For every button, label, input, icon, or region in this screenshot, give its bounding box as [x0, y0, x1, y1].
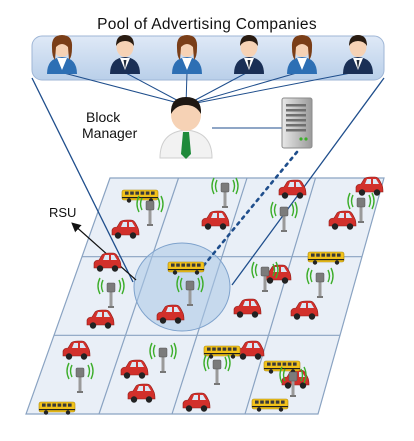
rsu-label: RSU — [49, 205, 77, 220]
rsu-antenna-icon — [270, 201, 298, 232]
man-user-icon — [343, 35, 373, 74]
red-car-icon — [236, 340, 265, 360]
advertiser-people — [47, 35, 373, 74]
red-car-icon — [233, 298, 262, 318]
rsu-antenna-icon — [66, 362, 94, 393]
rsu-antenna-icon — [251, 261, 279, 292]
red-car-icon — [120, 359, 149, 379]
red-car-icon — [156, 304, 185, 324]
yellow-bus-icon — [307, 251, 345, 265]
rsu-antenna-icon — [279, 366, 307, 397]
yellow-bus-icon — [38, 401, 76, 415]
red-car-icon — [355, 176, 384, 196]
rsu-layer — [66, 177, 375, 397]
pool-title: Pool of Advertising Companies — [97, 16, 317, 33]
yellow-bus-icon — [203, 345, 241, 359]
red-car-icon — [328, 210, 357, 230]
rsu-antenna-icon — [211, 177, 239, 208]
red-car-icon — [86, 309, 115, 329]
woman-user-icon — [287, 35, 317, 74]
manager-person-icon — [159, 97, 213, 159]
block-manager-label-line1: Block — [86, 109, 121, 125]
rsu-antenna-icon — [136, 195, 164, 226]
rsu-antenna-icon — [203, 354, 231, 385]
red-car-icon — [201, 210, 230, 230]
block-manager-label-line2: Manager — [82, 125, 138, 141]
grid-line-vertical — [244, 177, 317, 415]
rsu-pointer-arrow — [71, 222, 137, 281]
red-car-icon — [62, 340, 91, 360]
server-rsu-link — [198, 150, 299, 272]
woman-user-icon — [172, 35, 202, 74]
red-car-icon — [290, 300, 319, 320]
advertiser-pool-panel — [31, 35, 385, 81]
yellow-bus-icon — [251, 398, 289, 412]
red-car-icon — [278, 179, 307, 199]
yellow-bus-icon — [167, 261, 205, 275]
rsu-coverage-area — [133, 242, 231, 332]
red-car-icon — [93, 252, 122, 272]
red-car-icon — [182, 392, 211, 412]
rsu-antenna-icon — [176, 275, 204, 306]
red-car-icon — [127, 383, 156, 403]
vehicles-layer — [38, 176, 384, 415]
rsu-antenna-icon — [347, 192, 375, 223]
rsu-antenna-icon — [97, 277, 125, 308]
manager-links — [31, 71, 385, 286]
woman-user-icon — [47, 35, 77, 74]
man-user-icon — [110, 35, 140, 74]
rsu-antenna-icon — [306, 267, 334, 298]
man-user-icon — [234, 35, 264, 74]
server-tower-icon — [281, 97, 313, 149]
yellow-bus-icon — [121, 189, 159, 203]
red-car-icon — [111, 219, 140, 239]
rsu-antenna-icon — [149, 342, 177, 373]
